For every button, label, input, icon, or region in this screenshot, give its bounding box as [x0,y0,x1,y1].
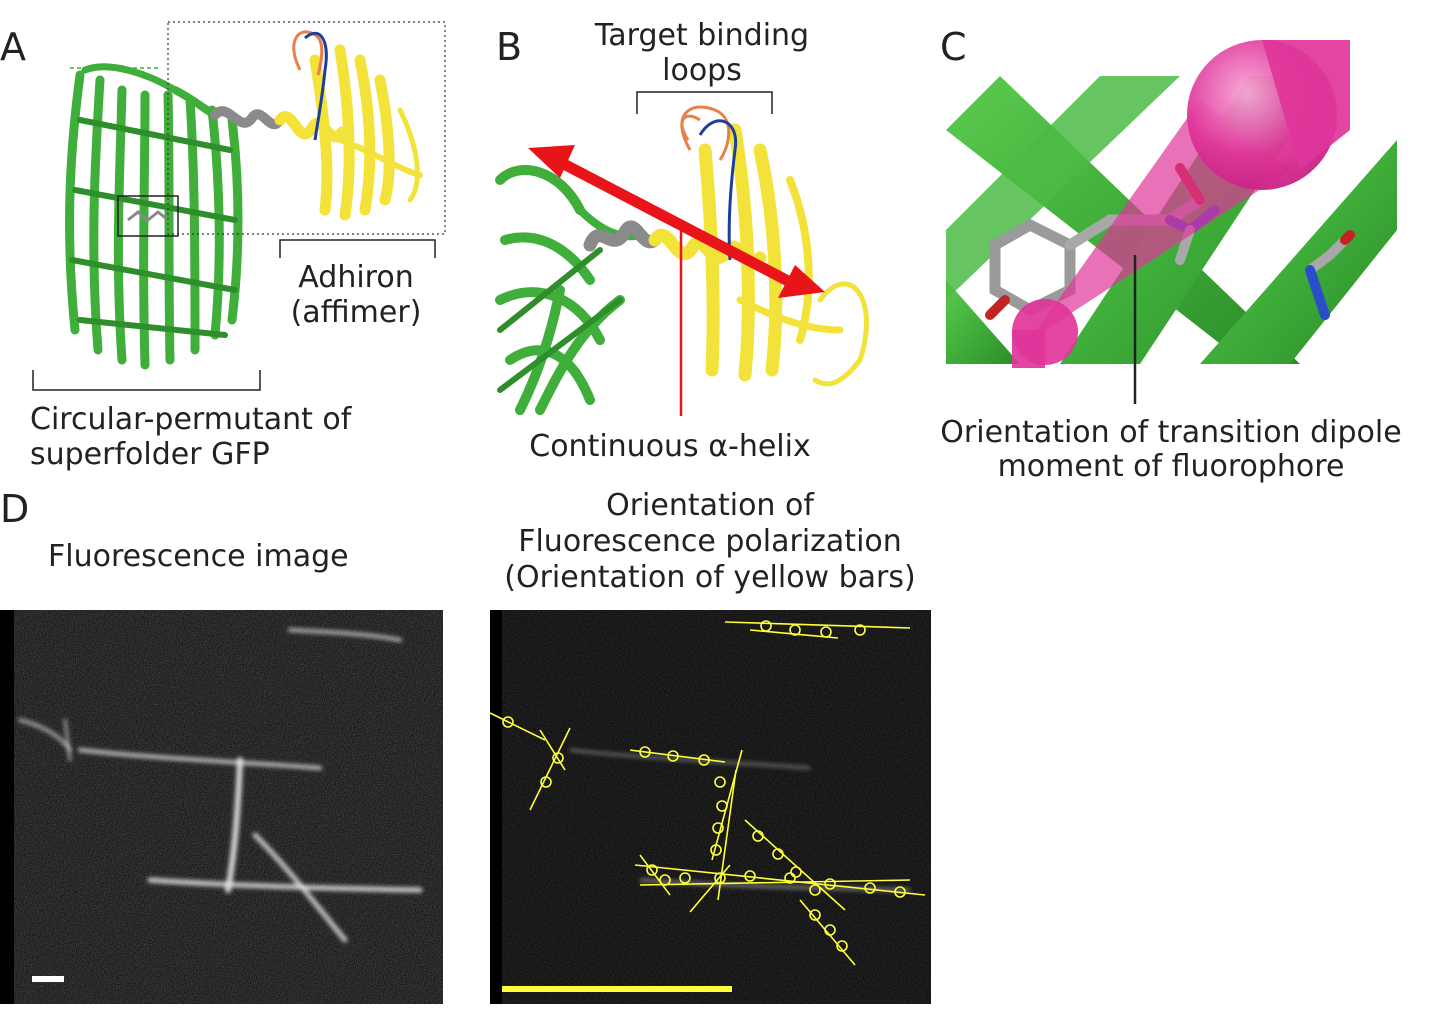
linker-helix [210,106,285,130]
b-loop-orange [680,105,731,161]
filament-signals [18,628,423,943]
polarization-title-line1: Orientation of [606,488,814,523]
polarization-title-line2: Fluorescence polarization [518,524,902,559]
panel-letter-d: D [0,487,30,531]
dipole-moment-glyph [1012,40,1350,368]
fluorescence-title: Fluorescence image [48,539,349,574]
loops-label-line1: Target binding [594,18,810,53]
helix-axis-arrow [528,145,825,298]
adhiron-structure [274,44,423,221]
adhiron-bracket [279,239,436,258]
chromophore-box [117,195,179,237]
gfp-label-line2: superfolder GFP [30,437,270,472]
panel-c-structure [946,40,1397,404]
b-loop-blue [698,119,738,261]
polarization-title-line3: (Orientation of yellow bars) [504,560,916,595]
polarization-image [490,610,931,1004]
panel-letter-a: A [0,25,26,69]
fluorescence-image [0,610,443,1004]
gfp-bracket [32,370,261,391]
adhiron-label-line2: (affimer) [290,295,422,330]
scale-bar-large [502,986,732,992]
gfp-label-line1: Circular-permutant of [30,402,352,437]
panel-letter-b: B [496,25,523,69]
dipole-label-line1: Orientation of transition dipole [940,415,1402,450]
scale-bar-small [32,976,64,982]
zoom-box [167,21,446,235]
loops-label-line2: loops [662,53,742,88]
panel-b-structure [495,91,869,416]
loops-bracket [636,91,773,114]
adhiron-label-line1: Adhiron [298,260,414,295]
loop-blue [304,31,328,141]
polarization-bars [490,620,926,966]
dipole-label-line2: moment of fluorophore [997,449,1345,484]
panel-letter-c: C [940,25,967,69]
panel-a-structure [32,21,446,391]
helix-label: Continuous α-helix [529,429,811,464]
loop-orange [292,30,324,76]
